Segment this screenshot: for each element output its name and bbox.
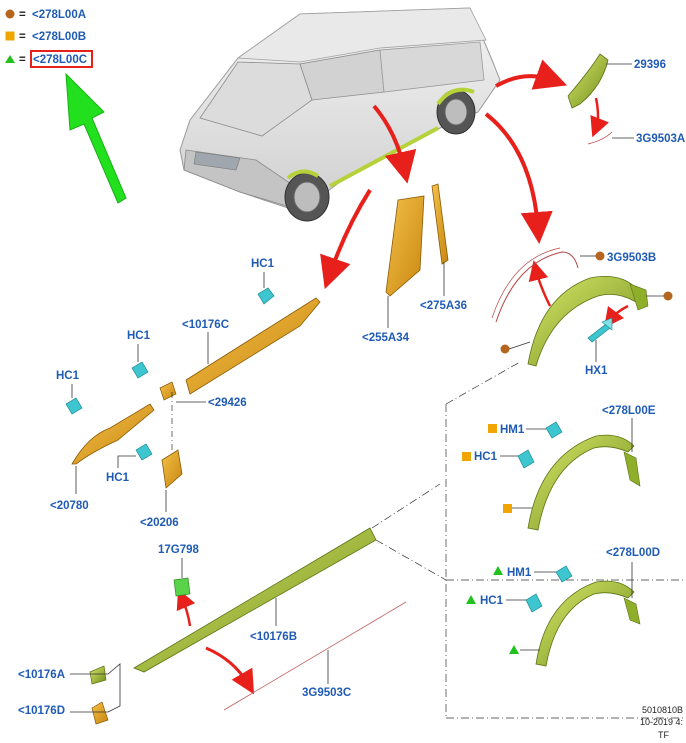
label-20780[interactable]: <20780 bbox=[50, 500, 89, 512]
fastener-hc1-left[interactable] bbox=[65, 397, 83, 415]
arrow-hx1 bbox=[603, 304, 629, 328]
label-hc1-mid[interactable]: HC1 bbox=[127, 330, 151, 342]
legend-equals-a: = bbox=[19, 9, 26, 21]
label-hc1-top[interactable]: HC1 bbox=[251, 258, 275, 270]
green-arrow-icon bbox=[65, 72, 127, 204]
marker-triangle-icon bbox=[466, 595, 476, 604]
label-3g9503c[interactable]: 3G9503C bbox=[302, 687, 351, 699]
label-3g9503b[interactable]: 3G9503B bbox=[607, 252, 656, 264]
fastener-hm1-c[interactable] bbox=[555, 565, 573, 583]
liner-3g9503c-outline bbox=[223, 601, 407, 711]
pillar-trim-255a34[interactable] bbox=[385, 195, 425, 297]
arrow-3g9503c bbox=[205, 646, 255, 695]
marker-triangle-icon bbox=[509, 645, 519, 654]
legend-code-c[interactable]: <278L00C bbox=[33, 54, 87, 66]
label-17g798[interactable]: 17G798 bbox=[158, 544, 200, 556]
clip-17g798[interactable] bbox=[173, 577, 191, 597]
rear-arch-moulding-part[interactable] bbox=[527, 275, 649, 367]
label-275a36[interactable]: <275A36 bbox=[420, 300, 467, 312]
legend-square-icon bbox=[5, 31, 15, 41]
arch-moulding-278l00d[interactable] bbox=[535, 580, 641, 667]
arrow-to-rear-arch bbox=[484, 112, 553, 244]
footer-line3: TF bbox=[658, 730, 669, 740]
label-hc1-low[interactable]: HC1 bbox=[106, 472, 130, 484]
legend: = <278L00A = <278L00B = <278L00C bbox=[5, 9, 93, 68]
label-10176b[interactable]: <10176B bbox=[250, 631, 297, 643]
label-278l00d[interactable]: <278L00D bbox=[606, 547, 660, 559]
arrow-to-front-arch bbox=[495, 59, 568, 90]
legend-triangle-icon bbox=[5, 55, 15, 63]
door-moulding-10176c[interactable] bbox=[185, 297, 321, 395]
legend-highlight-box bbox=[30, 50, 93, 68]
marker-circle-icon bbox=[500, 344, 510, 354]
marker-square-icon bbox=[488, 424, 497, 433]
label-hc1-b[interactable]: HC1 bbox=[474, 451, 498, 463]
fastener-hc1-c[interactable] bbox=[525, 593, 543, 613]
label-10176c[interactable]: <10176C bbox=[182, 319, 229, 331]
label-hm1-c[interactable]: HM1 bbox=[507, 567, 532, 579]
end-cap-10176d[interactable] bbox=[91, 701, 109, 725]
marker-circle-icon bbox=[595, 251, 605, 261]
label-hx1[interactable]: HX1 bbox=[585, 365, 608, 377]
fastener-hc1-low[interactable] bbox=[135, 443, 153, 461]
legend-equals-b: = bbox=[19, 31, 26, 43]
label-hc1-left[interactable]: HC1 bbox=[56, 370, 80, 382]
arrow-17g798 bbox=[176, 588, 196, 627]
label-278l00e[interactable]: <278L00E bbox=[602, 405, 656, 417]
legend-code-a[interactable]: <278L00A bbox=[32, 9, 86, 21]
legend-equals-c: = bbox=[19, 54, 26, 66]
fastener-hm1-b[interactable] bbox=[545, 421, 563, 439]
marker-square-icon bbox=[503, 504, 512, 513]
pillar-trim-275a36[interactable] bbox=[431, 183, 449, 265]
red-arrows bbox=[176, 59, 629, 695]
label-10176a[interactable]: <10176A bbox=[18, 669, 65, 681]
front-arch-moulding-part[interactable] bbox=[567, 53, 609, 109]
label-3g9503a[interactable]: 3G9503A bbox=[636, 133, 685, 145]
footer-line1: 5010810B bbox=[642, 705, 683, 715]
arrow-rear-arch-up bbox=[528, 260, 552, 307]
footer-line2: 10-2019 4: bbox=[640, 717, 683, 727]
label-255a34[interactable]: <255A34 bbox=[362, 332, 410, 344]
fastener-hc1-mid[interactable] bbox=[131, 361, 149, 379]
arrow-to-pillar bbox=[372, 104, 417, 184]
legend-code-b[interactable]: <278L00B bbox=[32, 31, 86, 43]
arrow-to-front-moulding bbox=[320, 188, 372, 290]
label-29396[interactable]: 29396 bbox=[634, 59, 666, 71]
arrow-small-front bbox=[590, 97, 609, 138]
hx1-clip-part[interactable] bbox=[587, 317, 613, 343]
label-hc1-c[interactable]: HC1 bbox=[480, 595, 504, 607]
end-cap-10176a[interactable] bbox=[89, 665, 107, 685]
label-20206[interactable]: <20206 bbox=[140, 517, 179, 529]
front-moulding-20780[interactable] bbox=[71, 403, 155, 465]
label-10176d[interactable]: <10176D bbox=[18, 705, 65, 717]
label-hm1-b[interactable]: HM1 bbox=[500, 424, 525, 436]
legend-circle-icon bbox=[5, 9, 15, 19]
label-29426[interactable]: <29426 bbox=[208, 397, 247, 409]
clip-29426[interactable] bbox=[159, 381, 177, 401]
fastener-hc1-top[interactable] bbox=[257, 287, 275, 305]
rear-arch-liner-outline bbox=[495, 251, 579, 323]
fastener-hc1-b[interactable] bbox=[517, 449, 535, 469]
arch-moulding-278l00e[interactable] bbox=[527, 434, 641, 531]
marker-circle-icon bbox=[663, 291, 673, 301]
bracket-20206[interactable] bbox=[161, 449, 183, 489]
marker-square-icon bbox=[462, 452, 471, 461]
van-illustration bbox=[179, 7, 501, 222]
marker-triangle-icon bbox=[493, 566, 503, 575]
